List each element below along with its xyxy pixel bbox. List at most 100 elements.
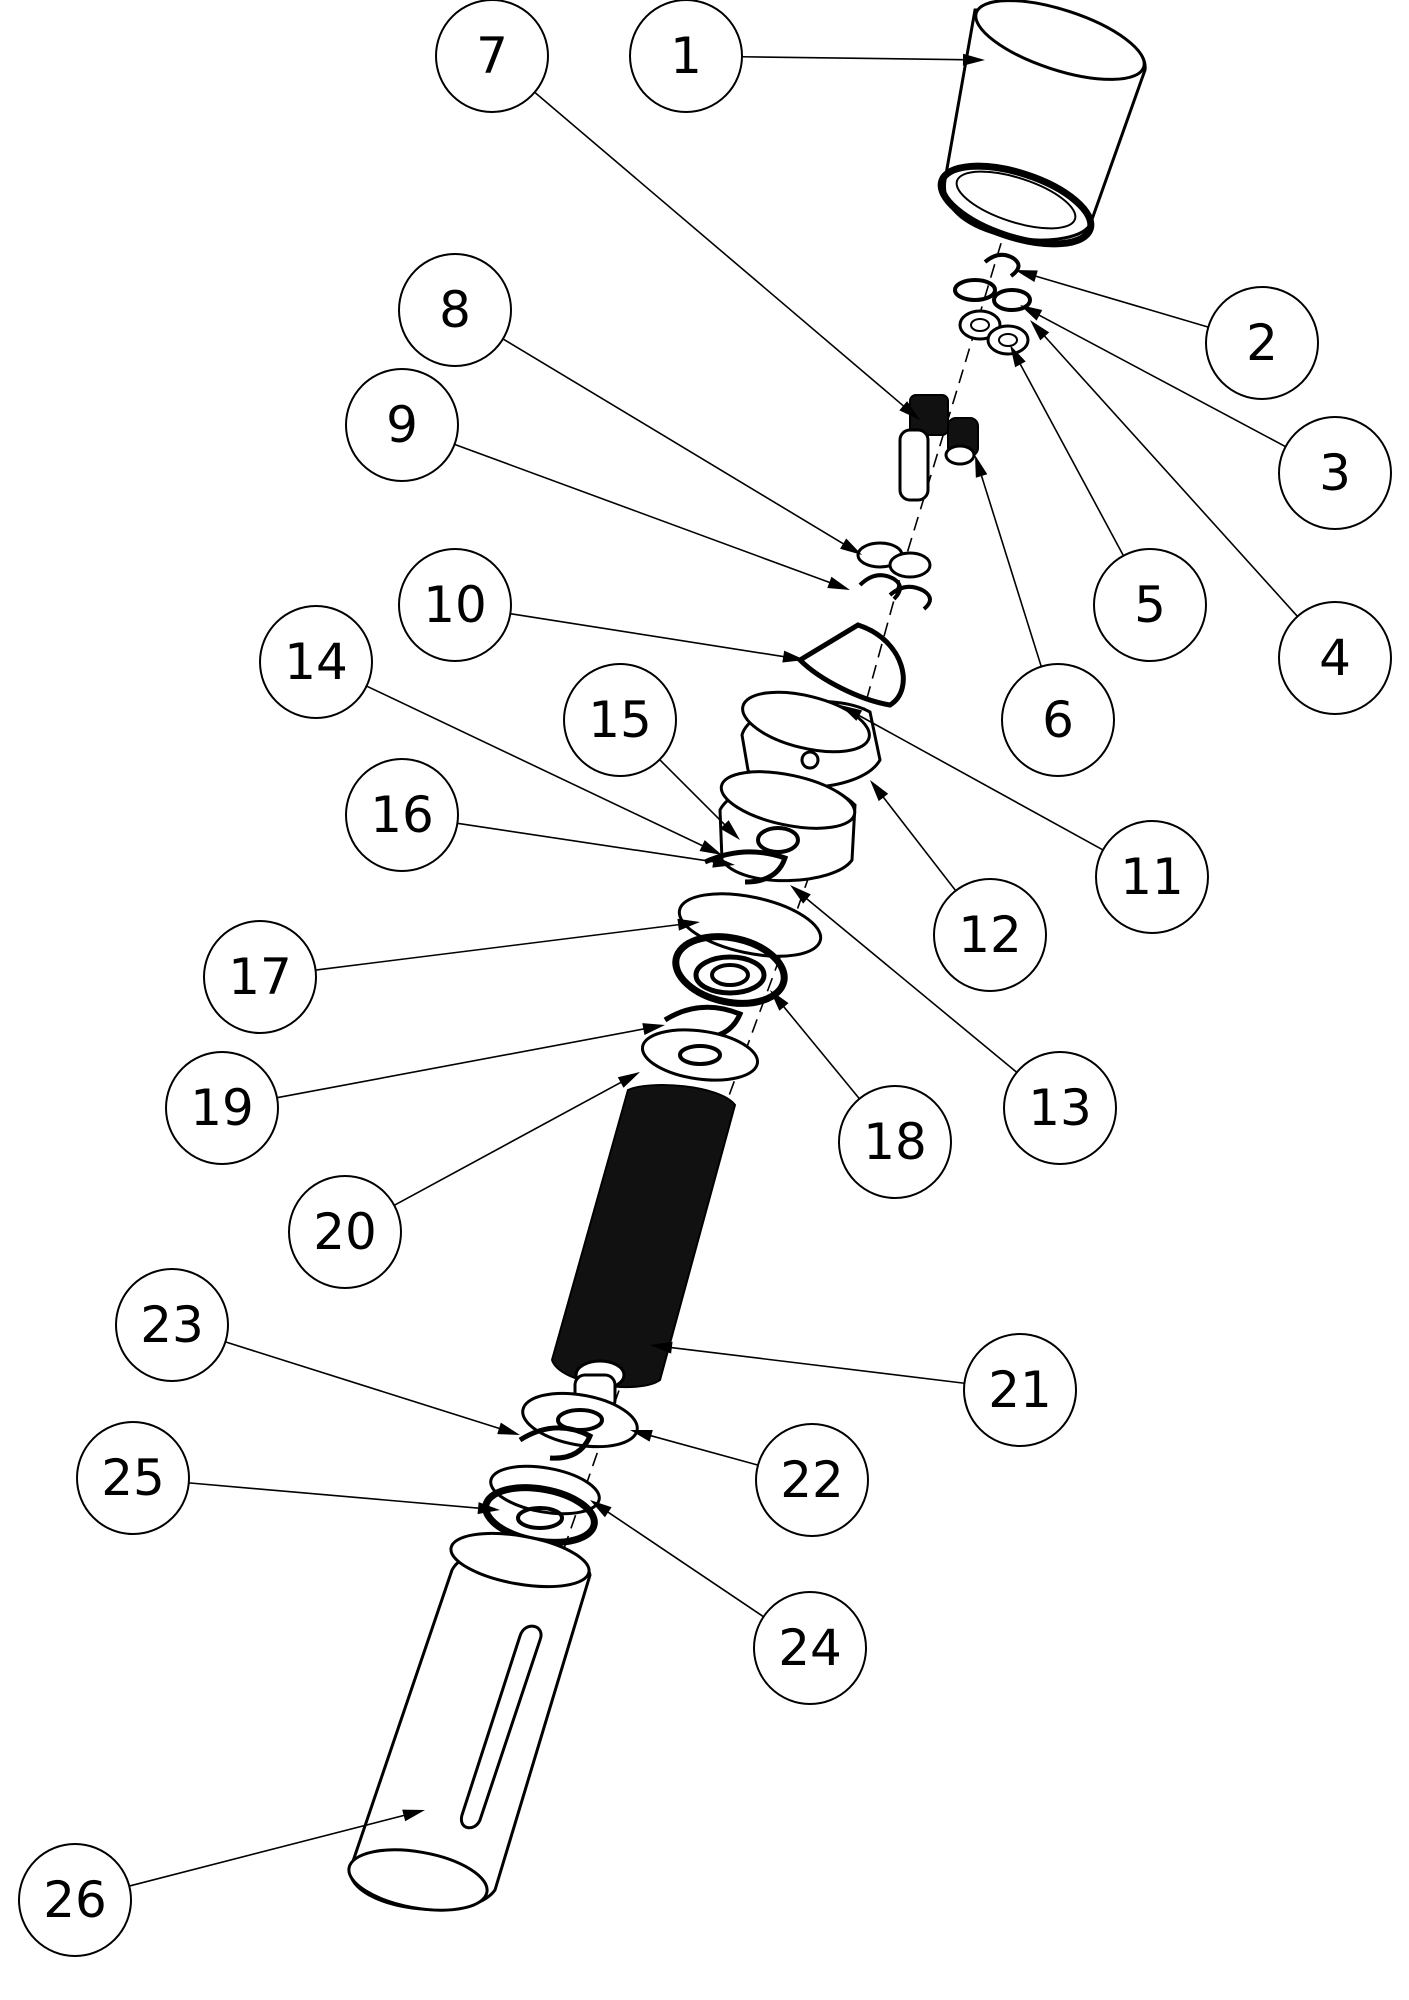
leader-line-22 xyxy=(643,1432,759,1466)
leader-line-7 xyxy=(534,91,910,412)
callout-label-5: 5 xyxy=(1134,576,1166,634)
callout-12: 12 xyxy=(933,878,1047,992)
callout-2: 2 xyxy=(1205,286,1319,400)
arrowhead-6 xyxy=(975,455,988,478)
leader-line-13 xyxy=(800,893,1018,1073)
callout-label-25: 25 xyxy=(101,1449,165,1507)
callout-circle-25 xyxy=(76,1421,190,1535)
callout-circle-23 xyxy=(115,1268,229,1382)
callout-label-11: 11 xyxy=(1120,848,1184,906)
callout-label-26: 26 xyxy=(43,1871,107,1929)
leader-line-14 xyxy=(366,685,710,850)
callout-label-1: 1 xyxy=(670,27,702,85)
callout-label-16: 16 xyxy=(370,786,434,844)
leader-line-8 xyxy=(502,338,851,549)
arrowhead-16 xyxy=(712,855,735,868)
callout-circle-5 xyxy=(1093,548,1207,662)
arrowhead-1 xyxy=(962,53,985,66)
callout-label-9: 9 xyxy=(386,396,418,454)
leader-line-24 xyxy=(601,1507,764,1618)
callout-circle-15 xyxy=(563,663,677,777)
callout-circle-26 xyxy=(18,1843,132,1957)
arrowhead-24 xyxy=(590,1500,612,1518)
arrowhead-19 xyxy=(642,1023,665,1035)
callout-23: 23 xyxy=(115,1268,229,1382)
arrowhead-4 xyxy=(1030,320,1050,341)
callout-label-17: 17 xyxy=(228,948,292,1006)
callout-21: 21 xyxy=(963,1333,1077,1447)
callout-label-22: 22 xyxy=(780,1451,844,1509)
callout-label-4: 4 xyxy=(1319,629,1351,687)
leader-line-23 xyxy=(225,1341,507,1432)
arrowhead-21 xyxy=(650,1341,673,1354)
callout-label-3: 3 xyxy=(1319,444,1351,502)
parts-24-25-lower-bearing xyxy=(482,1464,601,1546)
leader-line-25 xyxy=(188,1482,487,1510)
callout-label-10: 10 xyxy=(423,576,487,634)
parts-6-7-gears xyxy=(898,394,979,502)
arrowhead-3 xyxy=(1020,305,1043,321)
parts-17-18-bearing xyxy=(672,892,823,1007)
arrowhead-7 xyxy=(899,401,920,420)
callout-circle-12 xyxy=(933,878,1047,992)
arrowhead-12 xyxy=(870,780,889,802)
leader-line-10 xyxy=(510,612,792,659)
callout-circle-21 xyxy=(963,1333,1077,1447)
arrowhead-23 xyxy=(497,1422,520,1435)
part-26-lower-housing xyxy=(347,1531,592,1912)
callout-label-2: 2 xyxy=(1246,314,1278,372)
callout-label-24: 24 xyxy=(778,1619,842,1677)
callout-label-23: 23 xyxy=(140,1296,204,1354)
callout-circle-2 xyxy=(1205,286,1319,400)
callout-18: 18 xyxy=(838,1085,952,1199)
arrowhead-18 xyxy=(770,990,789,1011)
callout-11: 11 xyxy=(1095,820,1209,934)
arrowhead-8 xyxy=(840,538,862,555)
callout-25: 25 xyxy=(76,1421,190,1535)
callout-label-13: 13 xyxy=(1028,1079,1092,1137)
callout-22: 22 xyxy=(755,1423,869,1537)
callout-circle-11 xyxy=(1095,820,1209,934)
callout-label-19: 19 xyxy=(190,1079,254,1137)
callout-circle-22 xyxy=(755,1423,869,1537)
callout-circle-4 xyxy=(1278,601,1392,715)
parts-2-5-top-rings xyxy=(953,252,1032,356)
arrowhead-13 xyxy=(790,885,811,904)
arrowhead-26 xyxy=(402,1809,425,1822)
callout-circle-8 xyxy=(398,253,512,367)
leader-line-15 xyxy=(659,759,731,831)
leader-line-16 xyxy=(457,822,722,864)
arrowhead-5 xyxy=(1010,345,1026,368)
parts-19-20-washers xyxy=(640,1004,760,1082)
callout-4: 4 xyxy=(1278,601,1392,715)
leader-line-1 xyxy=(741,55,972,61)
arrowhead-17 xyxy=(677,918,700,931)
callout-19: 19 xyxy=(165,1051,279,1165)
callout-10: 10 xyxy=(398,548,512,662)
part-10-retainer xyxy=(795,622,906,708)
part-1-top-cap xyxy=(937,0,1147,248)
callout-6: 6 xyxy=(1001,663,1115,777)
parts-8-9-rings xyxy=(856,541,932,611)
leader-line-9 xyxy=(454,443,838,586)
callout-circle-3 xyxy=(1278,416,1392,530)
parts-13-16-middle-disc xyxy=(703,770,857,885)
callout-14: 14 xyxy=(259,605,373,719)
leader-line-3 xyxy=(1031,310,1286,448)
leader-line-18 xyxy=(778,1000,861,1100)
callout-26: 26 xyxy=(18,1843,132,1957)
parts-11-12-upper-disc xyxy=(740,690,882,790)
callout-label-21: 21 xyxy=(988,1361,1052,1419)
callout-circle-10 xyxy=(398,548,512,662)
callout-circle-24 xyxy=(753,1591,867,1705)
leader-line-2 xyxy=(1028,273,1209,328)
leader-line-12 xyxy=(877,790,957,892)
arrowhead-2 xyxy=(1015,270,1038,282)
callout-circle-19 xyxy=(165,1051,279,1165)
arrowhead-22 xyxy=(630,1430,653,1442)
callout-17: 17 xyxy=(203,920,317,1034)
leader-line-5 xyxy=(1015,356,1125,557)
callout-label-8: 8 xyxy=(439,281,471,339)
callout-16: 16 xyxy=(345,758,459,872)
